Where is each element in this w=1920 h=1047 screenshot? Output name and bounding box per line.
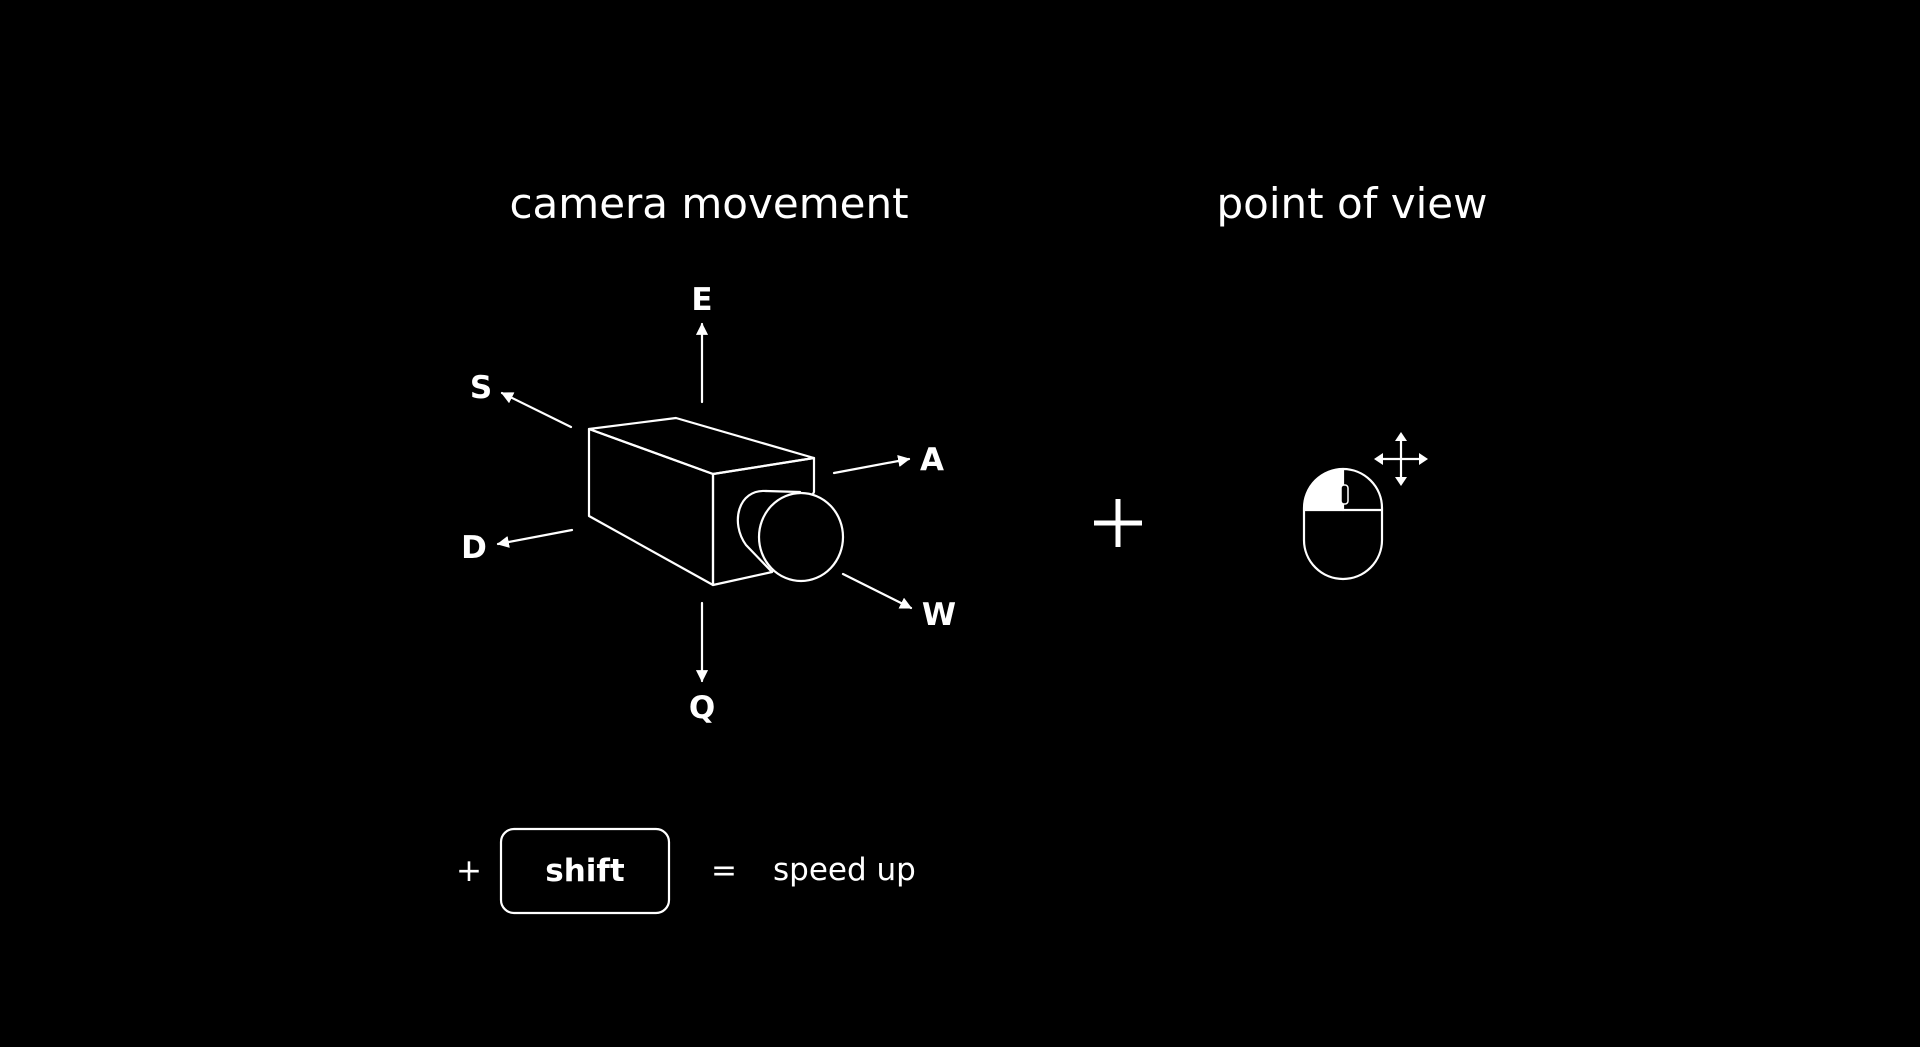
camera-movement-title: camera movement — [509, 179, 908, 228]
key-label-s: S — [470, 370, 492, 406]
point-of-view-title: point of view — [1216, 179, 1487, 228]
modifier-result: speed up — [773, 852, 916, 888]
speed-modifier: + shift = speed up — [456, 827, 916, 915]
arrow-left-front — [496, 528, 574, 548]
arrow-right-back — [832, 455, 911, 475]
move-arrows-icon — [1374, 432, 1428, 486]
key-label-a: A — [920, 442, 944, 478]
direction-arrows — [496, 322, 913, 683]
shift-key-box — [499, 827, 671, 915]
mouse-icon — [1302, 467, 1384, 581]
key-label-d: D — [461, 530, 487, 566]
camera-icon — [587, 416, 845, 587]
modifier-equals: = — [711, 853, 737, 889]
shift-key-label: shift — [545, 853, 625, 889]
key-label-e: E — [691, 282, 712, 318]
key-label-w: W — [922, 597, 956, 633]
combine-plus — [1094, 499, 1142, 547]
arrow-right-front — [841, 572, 913, 610]
arrow-left-back — [500, 391, 573, 429]
modifier-plus: + — [456, 853, 482, 889]
key-label-q: Q — [689, 690, 715, 726]
